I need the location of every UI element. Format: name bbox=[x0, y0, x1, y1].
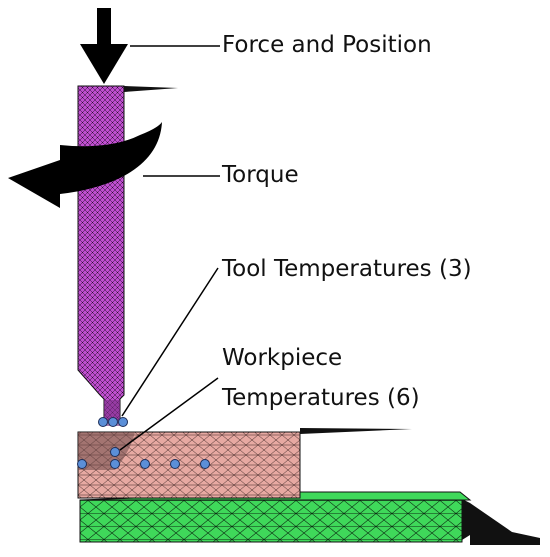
backing-plate bbox=[79, 491, 540, 545]
workpiece-temperatures-label-line2: Temperatures (6) bbox=[222, 385, 420, 411]
tool-sensor-point bbox=[118, 417, 128, 427]
backing-plate-body bbox=[79, 499, 463, 543]
force-arrow-head bbox=[80, 44, 128, 84]
torque-arrow-icon bbox=[8, 122, 162, 208]
tool-temp-leader-line bbox=[121, 267, 219, 417]
torque-arrow-body bbox=[8, 122, 162, 208]
workpiece-sensors bbox=[77, 447, 210, 469]
workpiece-temp-leader-line bbox=[119, 377, 219, 451]
workpiece-temperatures-label-line1: Workpiece bbox=[222, 345, 343, 371]
tool-shank bbox=[77, 85, 125, 421]
workpiece-sensor-point bbox=[200, 459, 210, 469]
tool-top-edge bbox=[124, 86, 178, 92]
tool-sensor-point bbox=[108, 417, 118, 427]
tool-sensor-point bbox=[98, 417, 108, 427]
force-arrow-icon bbox=[80, 8, 128, 84]
workpiece-sensor-point bbox=[77, 459, 87, 469]
force-arrow-shaft bbox=[97, 8, 111, 46]
tool-sensors bbox=[98, 417, 128, 427]
tool-temperatures-label: Tool Temperatures (3) bbox=[222, 256, 472, 282]
workpiece-sensor-point bbox=[110, 459, 120, 469]
workpiece-sensor-point bbox=[110, 447, 120, 457]
workpiece-sensor-point bbox=[140, 459, 150, 469]
backing-plate-side bbox=[460, 498, 540, 545]
weld-zone bbox=[78, 432, 135, 470]
workpiece-top-edge bbox=[300, 428, 412, 434]
torque-label: Torque bbox=[222, 162, 299, 188]
force-label: Force and Position bbox=[222, 32, 432, 58]
leader-lines bbox=[119, 45, 220, 451]
workpiece-sensor-point bbox=[170, 459, 180, 469]
tool bbox=[77, 85, 178, 426]
workpiece bbox=[77, 428, 412, 499]
